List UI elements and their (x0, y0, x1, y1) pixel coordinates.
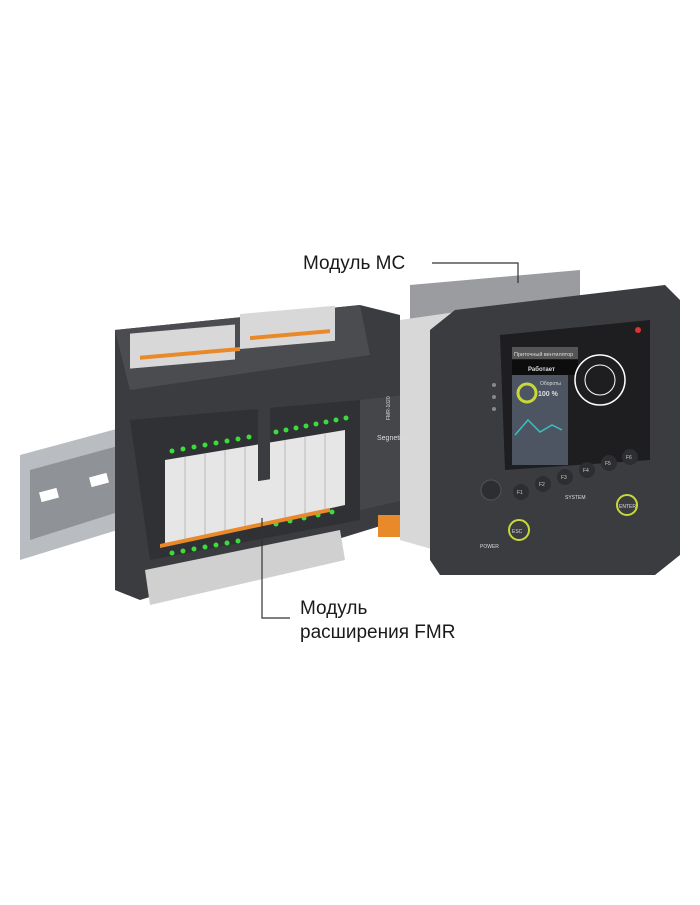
fmr-module (115, 305, 427, 605)
model-label: FMR-1020 (386, 396, 392, 420)
callout-lines (261, 262, 519, 619)
enter-button[interactable]: ENTER (619, 504, 636, 510)
callout-fmr-line2: расширения FMR (300, 622, 456, 643)
f1-button[interactable]: F1 (517, 490, 523, 496)
f6-button[interactable]: F6 (626, 455, 632, 461)
esc-button[interactable]: ESC (512, 529, 523, 535)
screen-status: Работает (528, 366, 555, 373)
power-label: POWER (480, 544, 499, 550)
f2-button[interactable]: F2 (539, 482, 545, 488)
status-leds (169, 415, 349, 556)
mc-module (400, 270, 680, 575)
f4-button[interactable]: F4 (583, 468, 589, 474)
brand-label: Segnetics (377, 435, 408, 442)
f5-button[interactable]: F5 (605, 461, 611, 467)
speed-value: 100 % (538, 391, 559, 398)
screen-title: Приточный вентилятор (514, 351, 573, 358)
function-keys: F1 F2 F3 F4 F5 F6 (513, 449, 638, 500)
speed-label: Обороты (540, 381, 561, 387)
system-label: SYSTEM (565, 495, 586, 501)
callout-fmr-line1: Модуль (300, 598, 368, 619)
f3-button[interactable]: F3 (561, 475, 567, 481)
callout-mc-module: Модуль МС (303, 253, 406, 274)
